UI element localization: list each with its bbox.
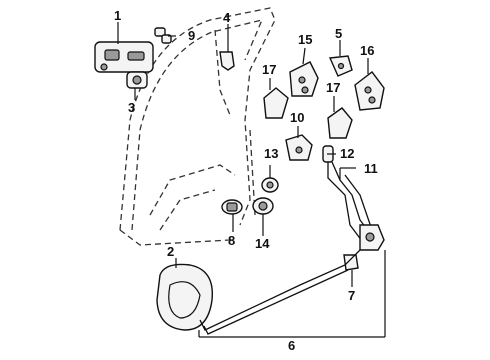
part-16-latch-bracket <box>354 71 385 111</box>
part-clips <box>154 27 172 44</box>
callout-labels: 1 2 3 4 5 6 7 8 9 10 11 12 13 14 15 16 1… <box>114 8 378 353</box>
part-15-latch-bracket <box>289 61 319 97</box>
callout-1: 1 <box>114 8 121 23</box>
callout-17-upper: 17 <box>262 62 276 77</box>
part-5-small-clip <box>328 55 353 77</box>
part-6-long-rod <box>199 249 361 335</box>
callout-7: 7 <box>348 288 355 303</box>
part-10-latch <box>285 134 313 161</box>
callout-6: 6 <box>288 338 295 353</box>
callout-5: 5 <box>335 26 342 41</box>
callout-12: 12 <box>340 146 354 161</box>
part-retaining-clip <box>219 51 235 71</box>
callout-10: 10 <box>290 110 304 125</box>
callout-2: 2 <box>167 244 174 259</box>
callout-4: 4 <box>223 10 231 25</box>
callout-14: 14 <box>255 236 270 251</box>
callout-13: 13 <box>264 146 278 161</box>
part-8-clip <box>221 199 243 215</box>
part-inside-handle-bezel <box>94 41 154 73</box>
callout-3: 3 <box>128 100 135 115</box>
callout-15: 15 <box>298 32 312 47</box>
part-7-connector <box>343 254 359 271</box>
part-14-clip <box>252 197 274 215</box>
door-shell-outline <box>119 7 276 246</box>
part-2-outside-handle <box>156 263 214 331</box>
part-latch-assembly <box>359 224 385 251</box>
part-17-upper-link <box>263 87 289 119</box>
part-lock-cylinder <box>126 71 148 89</box>
callout-17-right: 17 <box>326 80 340 95</box>
leader-lines <box>117 22 386 338</box>
part-13-grommet <box>261 177 279 193</box>
callout-9: 9 <box>188 28 195 43</box>
callout-16: 16 <box>360 43 374 58</box>
callout-11: 11 <box>364 161 378 176</box>
callout-8: 8 <box>228 233 235 248</box>
part-17-right-link <box>327 107 353 139</box>
